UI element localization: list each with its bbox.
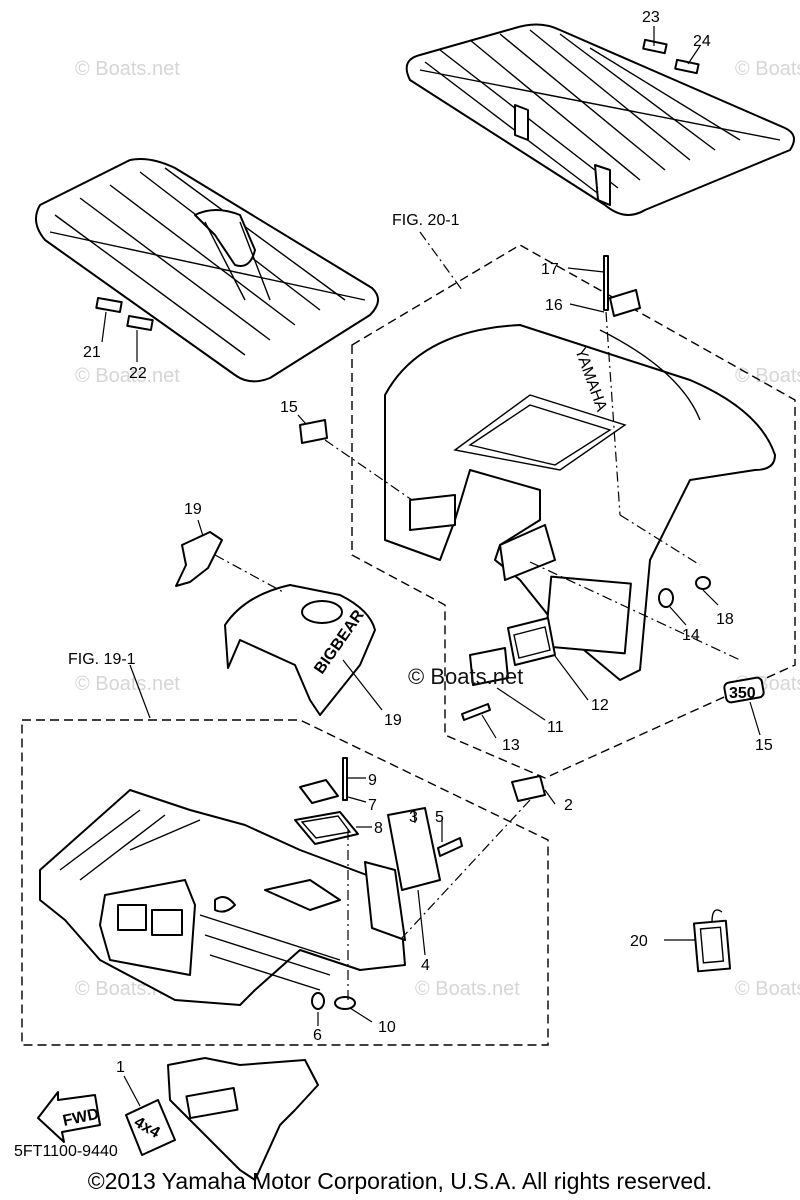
part-label-9: 9: [368, 772, 377, 789]
part-label-15: 15: [755, 737, 773, 754]
part-label-23: 23: [642, 9, 660, 26]
sticker-24-shape: [674, 58, 700, 75]
part-label-5: 5: [435, 809, 444, 826]
fwd-arrow-sticker: FWD: [37, 1091, 101, 1143]
part-label-11: 11: [547, 719, 564, 736]
fig-19-1-label: FIG. 19-1: [68, 651, 136, 668]
watermark: © Boats.net: [75, 58, 180, 80]
part-label-16: 16: [545, 297, 563, 314]
fig-20-1-label: FIG. 20-1: [392, 212, 460, 229]
part-label-2: 2: [564, 797, 573, 814]
center-watermark: © Boats.net: [408, 664, 523, 689]
watermark: © Boats.net: [415, 978, 520, 1000]
part-label-20: 20: [630, 933, 648, 950]
sticker-23-shape: [642, 38, 668, 55]
part-label-19: 19: [384, 712, 402, 729]
part-label-12: 12: [591, 697, 609, 714]
watermark: © Boats.net: [75, 673, 180, 695]
front-guard: [167, 1057, 319, 1181]
part-label-8: 8: [374, 820, 383, 837]
watermark-layer: © Boats.net © Boats.net © Boats.net © Bo…: [75, 58, 800, 1000]
watermark: © Boats.net: [735, 978, 800, 1000]
part-label-4: 4: [421, 957, 430, 974]
front-fender-top-panel: BIGBEAR: [224, 584, 376, 716]
rear-fender-hardware: [299, 255, 711, 721]
diagram-code: 5FT1100-9440: [14, 1143, 118, 1160]
model-badge: 350: [723, 676, 765, 704]
copyright-notice: ©2013 Yamaha Motor Corporation, U.S.A. A…: [87, 1168, 713, 1194]
leader-lines: [101, 26, 761, 1107]
part-label-19: 19: [184, 501, 202, 518]
rear-fender: [384, 324, 776, 681]
part-label-7: 7: [368, 797, 377, 814]
part-label-6: 6: [313, 1027, 322, 1044]
rear-carrier-rack: [405, 23, 795, 216]
part-label-24: 24: [693, 33, 711, 50]
sticker-21-shape: [95, 296, 123, 314]
part-label-15: 15: [280, 399, 298, 416]
four-by-four-sticker: 4x4: [125, 1099, 176, 1156]
front-carrier-rack: [35, 158, 379, 383]
part-label-10: 10: [378, 1019, 396, 1036]
part-number-labels: 23 24 21 22 17 16 15 19 18 14 12 11 13 1…: [83, 9, 773, 1076]
part-label-18: 18: [716, 611, 734, 628]
part-label-13: 13: [502, 737, 520, 754]
sticker-22-shape: [126, 314, 154, 332]
part-label-3: 3: [409, 809, 418, 826]
part-label-22: 22: [129, 365, 147, 382]
part-label-21: 21: [83, 344, 101, 361]
watermark: © Boats.net: [735, 365, 800, 387]
part-label-14: 14: [682, 627, 700, 644]
watermark: © Boats.net: [75, 365, 180, 387]
part-label-1: 1: [116, 1059, 125, 1076]
front-fender-hardware: [294, 757, 546, 1010]
part-label-17: 17: [541, 261, 559, 278]
tag-20: [692, 909, 732, 973]
watermark: © Boats.net: [735, 58, 800, 80]
front-fender: [39, 789, 406, 1006]
model-badge-text: 350: [729, 685, 756, 702]
sticker-19-piece: [175, 531, 223, 587]
fig-19-1-boundary: [21, 719, 549, 1046]
